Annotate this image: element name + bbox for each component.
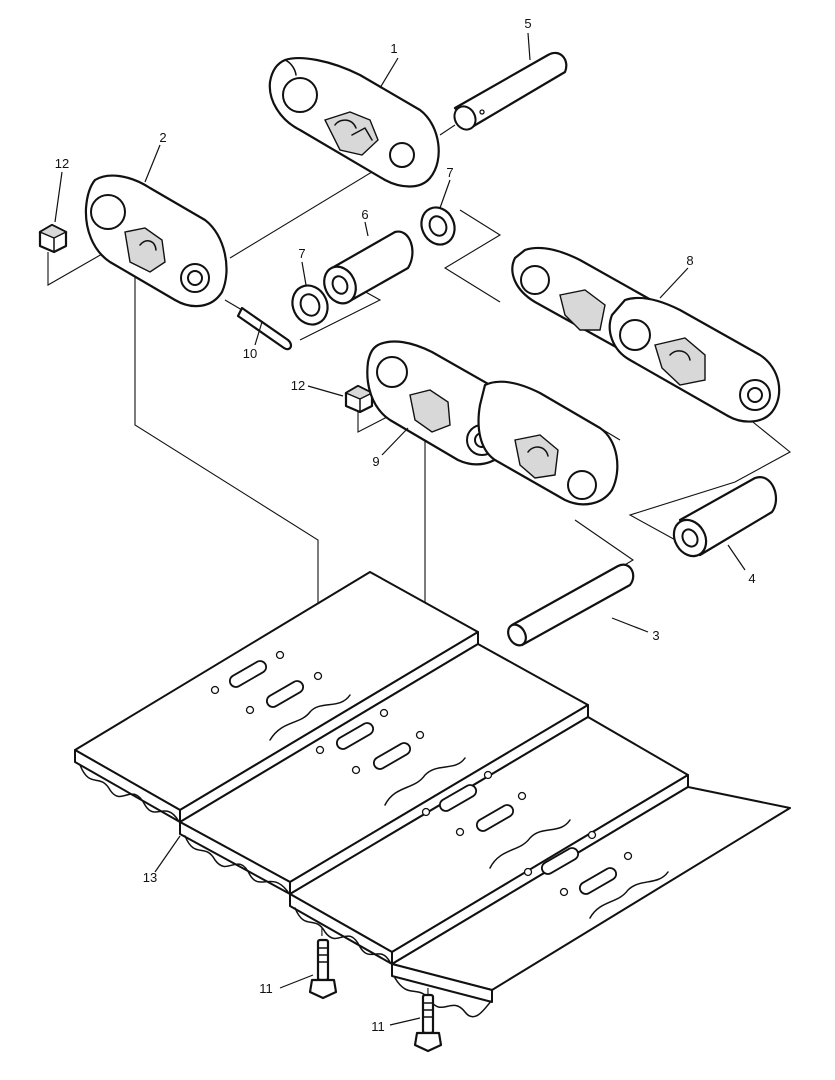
- track-seal-7-left: [291, 284, 329, 326]
- callout-8: 8: [686, 253, 693, 268]
- track-bushing-6: [323, 230, 414, 305]
- callout-12-lower: 12: [291, 378, 305, 393]
- callout-3: 3: [652, 628, 659, 643]
- callout-10: 10: [243, 346, 257, 361]
- track-pin-3: [507, 563, 635, 647]
- callout-6: 6: [361, 207, 368, 222]
- track-bolt-11-right: [413, 993, 443, 1053]
- callout-1: 1: [390, 41, 397, 56]
- track-link-2: [84, 174, 228, 308]
- track-shoes-13: [74, 571, 791, 1018]
- callout-13: 13: [143, 870, 157, 885]
- callout-4: 4: [748, 571, 755, 586]
- callout-7-right: 7: [446, 165, 453, 180]
- callout-11-right: 11: [371, 1019, 385, 1034]
- track-seal-7-right: [420, 206, 456, 246]
- track-nut-12-upper: [38, 223, 68, 254]
- track-nut-12-lower: [344, 384, 374, 414]
- track-retainer-10: [236, 306, 293, 351]
- callout-9: 9: [372, 454, 379, 469]
- track-link-1: [268, 57, 440, 188]
- track-link-9: [366, 340, 619, 506]
- callout-leader-lines: [54, 32, 746, 1026]
- callout-2: 2: [159, 130, 166, 145]
- callout-5: 5: [524, 16, 531, 31]
- callout-labels: 1 5 2 12 7 6 7 8 10 12 9 4 3 13 11 11: [55, 16, 756, 1034]
- callout-7-left: 7: [298, 246, 305, 261]
- callout-11-left: 11: [259, 981, 273, 996]
- track-link-8: [511, 246, 781, 423]
- track-pin-5: [453, 51, 568, 131]
- track-bushing-4: [672, 476, 778, 558]
- track-bolt-11-left: [308, 938, 338, 1000]
- callout-12-upper: 12: [55, 156, 69, 171]
